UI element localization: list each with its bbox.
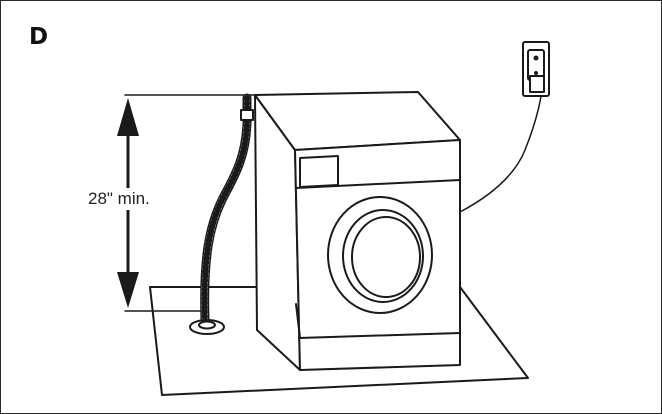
arrow-head-up xyxy=(117,98,139,136)
door-glass xyxy=(342,209,424,303)
detergent-drawer xyxy=(299,155,339,188)
drain-hose xyxy=(189,93,254,335)
wall-outlet xyxy=(522,41,550,97)
hose-clip xyxy=(240,109,254,121)
arrow-head-down xyxy=(117,272,139,308)
dimension-guide-lines xyxy=(124,94,256,312)
washing-machine xyxy=(254,91,461,371)
height-dimension-label: 28" min. xyxy=(87,188,151,210)
power-cord xyxy=(459,89,543,213)
plug xyxy=(529,75,545,93)
panel-letter: D xyxy=(29,24,49,50)
